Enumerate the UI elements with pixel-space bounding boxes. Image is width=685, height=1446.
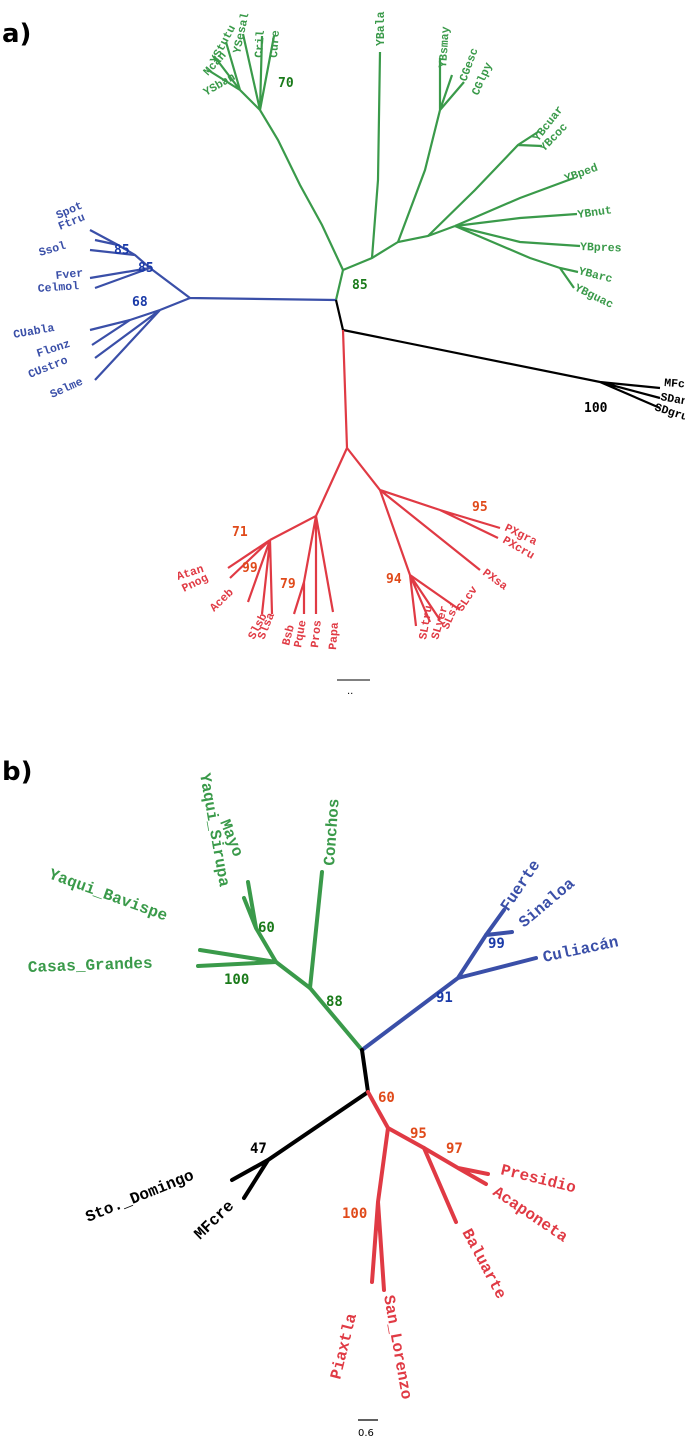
tip-label: SLtru <box>417 604 436 640</box>
support-value: 85 <box>352 278 368 293</box>
support-value: 100 <box>342 1206 367 1222</box>
tip-label: CUstro <box>27 354 70 382</box>
tip-label: CUabla <box>12 322 55 342</box>
tip-label: Sto._Domingo <box>83 1167 197 1227</box>
tip-label: Baluarte <box>458 1226 510 1302</box>
tip-label: YBpres <box>580 241 622 255</box>
tip-label: Cure <box>268 30 283 59</box>
support-value: 99 <box>488 936 505 952</box>
panel-a-label: a) <box>2 19 31 49</box>
scale-label: .. <box>347 686 353 697</box>
tip-label: Flonz <box>35 338 72 361</box>
support-value: 94 <box>386 572 402 587</box>
support-value: 47 <box>250 1141 267 1157</box>
tip-label: YBnut <box>577 204 613 222</box>
tip-label: Pque <box>292 619 310 649</box>
tip-label: Conchos <box>321 798 344 866</box>
panel-b-scale-bar: 0.6 <box>358 1419 378 1439</box>
support-value: 100 <box>584 401 608 416</box>
support-value: 95 <box>410 1126 427 1142</box>
tip-label: Casas_Grandes <box>28 955 153 977</box>
tip-label: Pros <box>309 620 325 649</box>
support-value: 85 <box>138 261 154 276</box>
tip-label: YBsmay <box>437 26 453 68</box>
panel-a-clade-red <box>227 329 501 627</box>
panel-a-clade-green <box>207 33 581 301</box>
tip-label: Yaqui_Bavispe <box>46 866 169 926</box>
support-value: 71 <box>232 525 248 540</box>
tip-label: Piaxtla <box>327 1311 361 1381</box>
support-value: 99 <box>242 561 258 576</box>
panel-a-scale-bar: .. <box>337 679 370 697</box>
panel-b-label: b) <box>2 757 33 787</box>
panel-b-clade-blue <box>360 908 538 1052</box>
tip-label: PXsa <box>480 567 510 594</box>
support-value: 79 <box>280 577 296 592</box>
panel-b-clade-green <box>196 870 364 1052</box>
tip-label: Bsb <box>280 624 298 647</box>
tip-label: Cril <box>253 30 268 59</box>
tip-label: Selme <box>48 376 85 402</box>
tip-label: Celmol <box>37 280 79 296</box>
support-value: 95 <box>472 500 488 515</box>
tip-label: Ssol <box>38 240 68 260</box>
tip-label: MFcre <box>664 377 685 392</box>
tip-label: Aceb <box>208 586 237 615</box>
tip-label: YBped <box>563 162 600 186</box>
support-value: 70 <box>278 76 294 91</box>
panel-a: a) <box>2 11 685 697</box>
support-value: 68 <box>132 295 148 310</box>
support-value: 60 <box>378 1090 395 1106</box>
panel-a-clade-blue <box>89 229 337 381</box>
panel-a-clade-black <box>334 299 661 410</box>
panel-b-clade-red <box>366 1090 490 1292</box>
panel-b-clade-black <box>230 1048 371 1200</box>
panel-b-tip-labels: Yaqui_Sirupa Conchos Mayo Yaqui_Bavispe … <box>28 772 621 1401</box>
scale-label: 0.6 <box>358 1428 374 1439</box>
tip-label: Fver <box>55 267 84 283</box>
support-value: 91 <box>436 990 453 1006</box>
tip-label: MFcre <box>191 1197 238 1243</box>
tip-label: Culiacán <box>541 933 620 967</box>
support-value: 100 <box>224 972 249 988</box>
panel-b: b) Yaqui_Sirupa Conchos Mayo Yaqui_Bavis… <box>2 757 620 1439</box>
tip-label: Papa <box>327 622 342 651</box>
support-value: 97 <box>446 1141 463 1157</box>
support-value: 85 <box>114 243 130 258</box>
tip-label: San_Lorenzo <box>379 1294 415 1401</box>
panel-a-support-values: 70 85 85 85 68 100 71 99 79 94 95 <box>114 76 608 592</box>
panel-b-support-values: 60 100 88 99 91 47 60 95 97 100 <box>224 920 505 1222</box>
support-value: 60 <box>258 920 275 936</box>
tip-label: YBguac <box>572 282 615 312</box>
support-value: 88 <box>326 994 343 1010</box>
tip-label: YBala <box>375 11 388 46</box>
tip-label: YSesal <box>231 12 252 55</box>
